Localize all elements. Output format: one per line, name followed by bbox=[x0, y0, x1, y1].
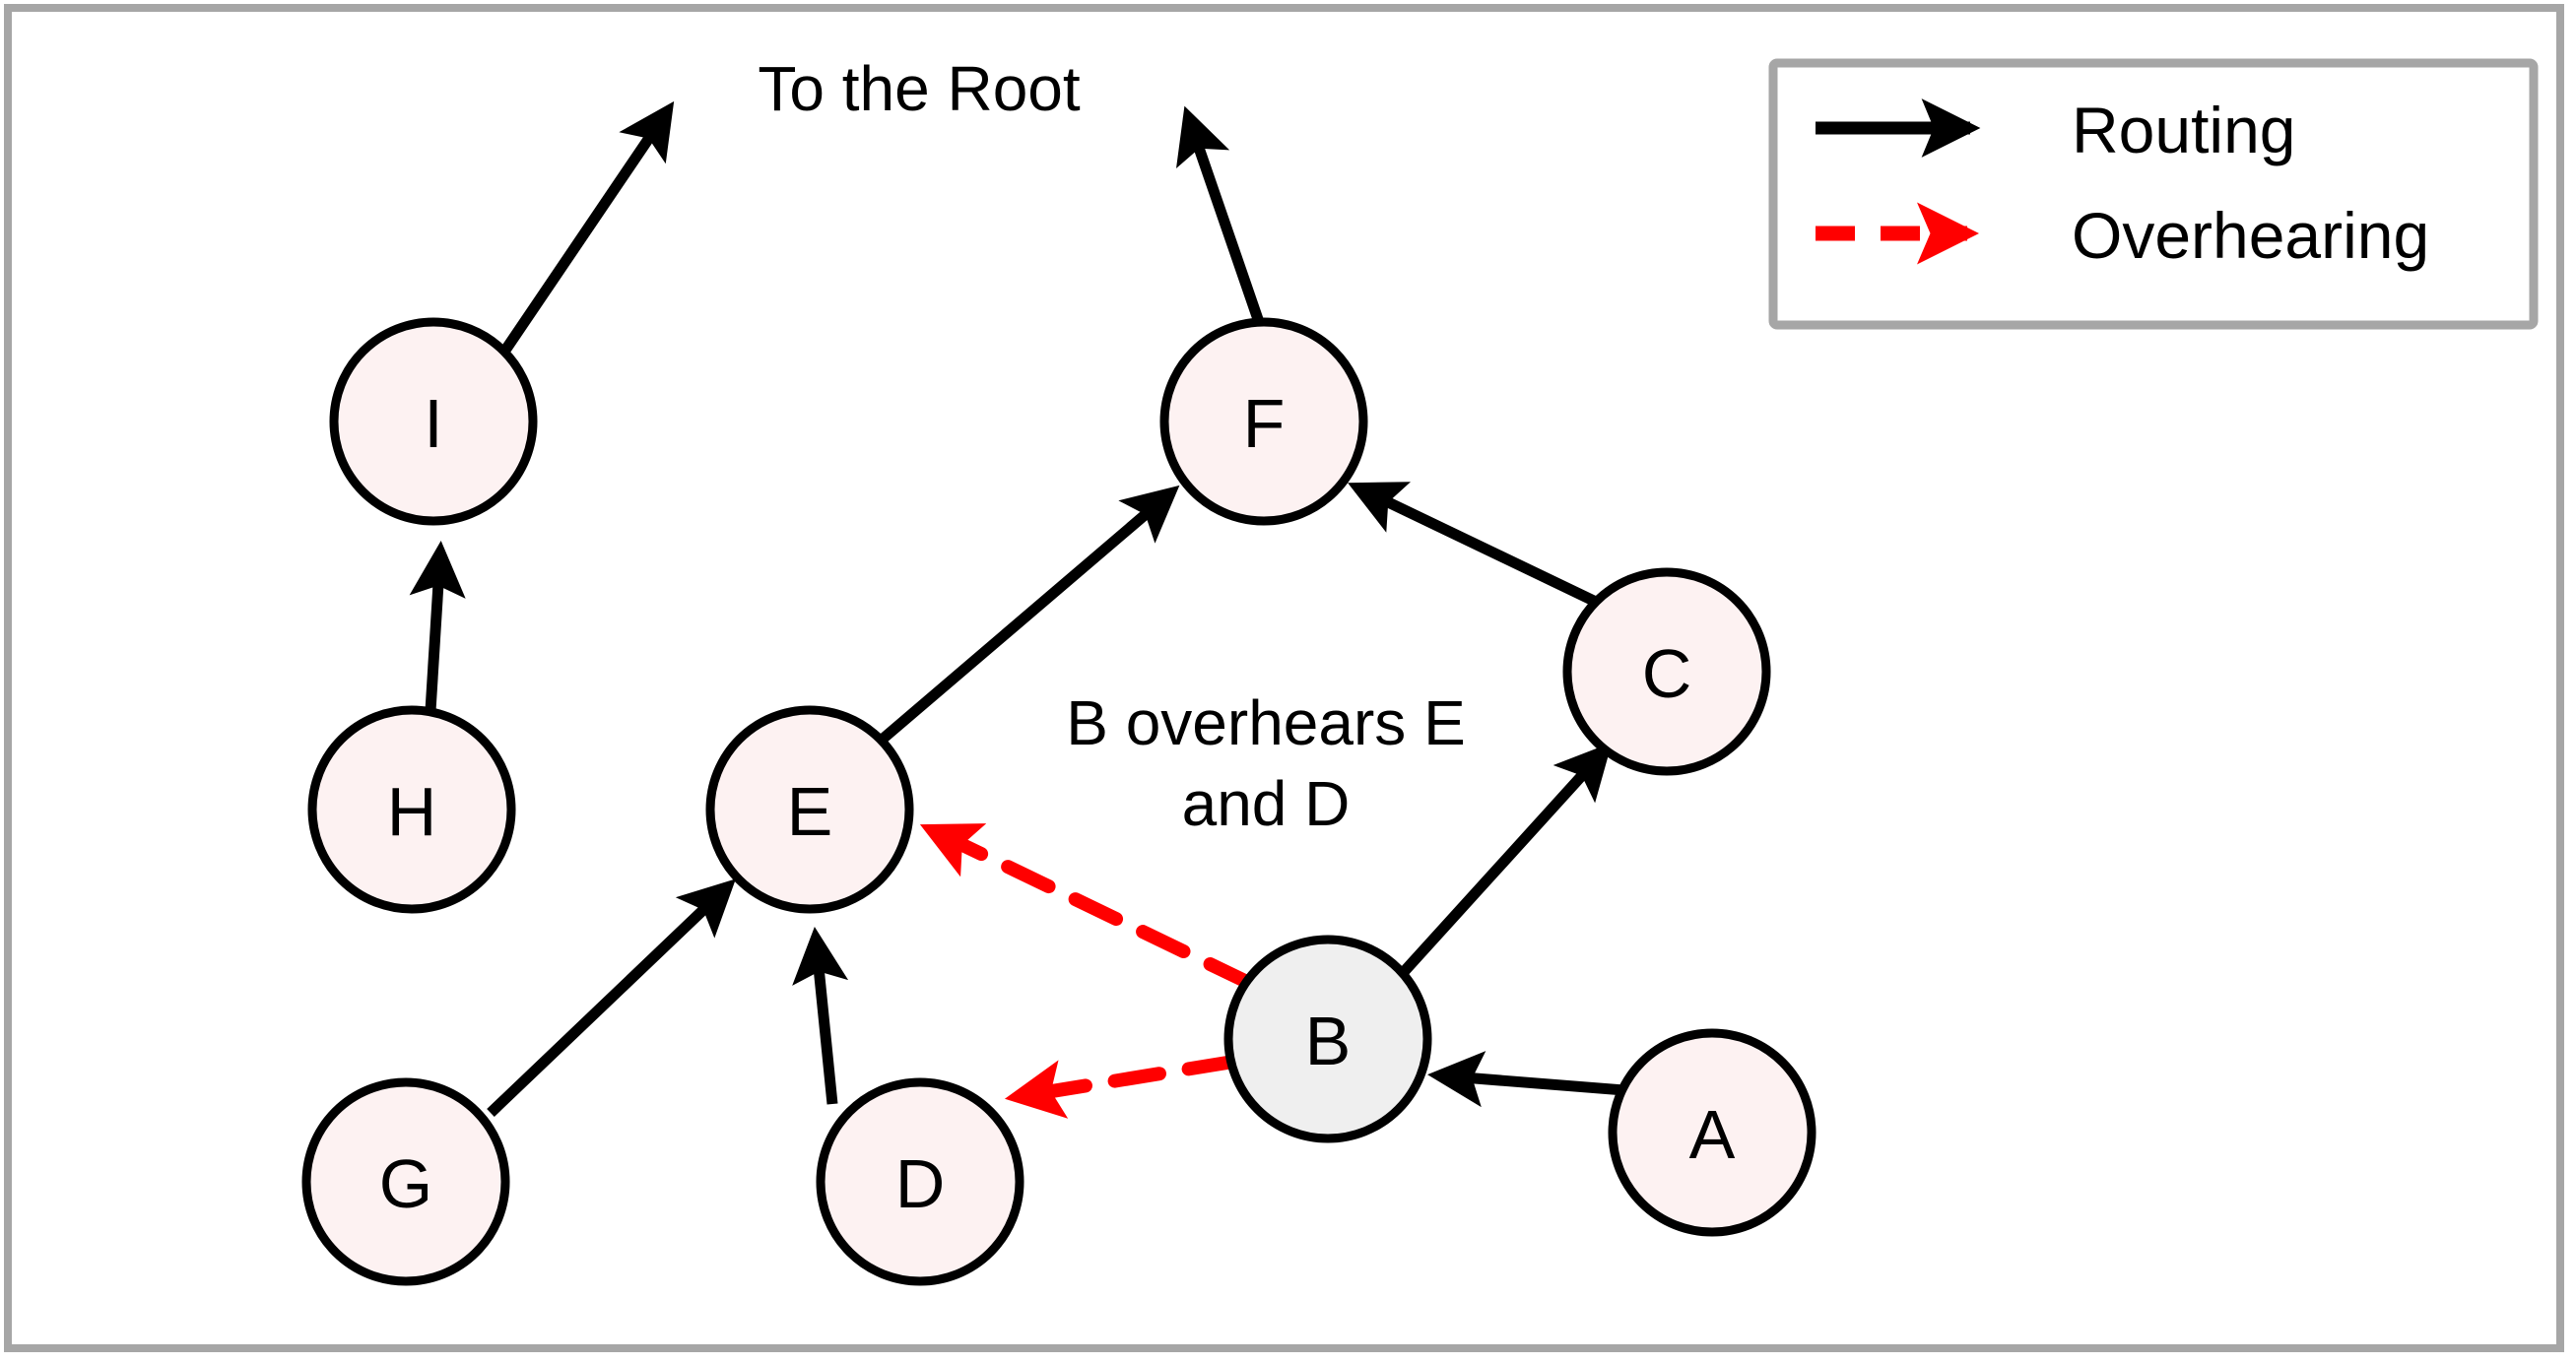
node-C-label: C bbox=[1642, 635, 1692, 712]
node-E-label: E bbox=[787, 773, 833, 850]
node-A-label: A bbox=[1689, 1096, 1736, 1173]
legend: Routing Overhearing bbox=[1768, 58, 2539, 330]
node-I-circle[interactable] bbox=[329, 317, 538, 526]
edge-G-to-E bbox=[487, 878, 736, 1117]
edge-H-to-I bbox=[409, 541, 466, 712]
node-I-label: I bbox=[424, 385, 442, 462]
legend-overhearing-label: Overhearing bbox=[2072, 199, 2429, 272]
annotation-overhears-line2: and D bbox=[1182, 768, 1351, 839]
edge-D-to-E bbox=[792, 927, 849, 1105]
routing-edge-group bbox=[409, 100, 1637, 1117]
edge-E-to-F bbox=[877, 485, 1180, 746]
edge-B-overhears-D bbox=[1004, 1055, 1240, 1119]
edge-F-to-root bbox=[1176, 105, 1265, 324]
edge-C-to-F bbox=[1348, 482, 1603, 609]
node-G[interactable]: G bbox=[301, 1077, 510, 1286]
annotation-overhears-line1: B overhears E bbox=[1066, 687, 1466, 758]
edge-B-to-C bbox=[1398, 742, 1613, 977]
legend-item-overhearing[interactable]: Overhearing bbox=[1816, 199, 2429, 272]
node-G-circle[interactable] bbox=[301, 1077, 510, 1286]
node-group: I F C H E B G bbox=[301, 317, 1816, 1286]
node-C[interactable]: C bbox=[1562, 567, 1771, 776]
node-D-label: D bbox=[895, 1145, 946, 1222]
node-C-circle[interactable] bbox=[1562, 567, 1771, 776]
node-B[interactable]: B bbox=[1223, 935, 1432, 1143]
node-H[interactable]: H bbox=[307, 705, 516, 914]
edge-A-to-B bbox=[1427, 1051, 1637, 1108]
edge-B-overhears-E bbox=[919, 822, 1258, 991]
node-E-circle[interactable] bbox=[705, 705, 914, 914]
annotation-group: To the Root B overhears E and D bbox=[758, 53, 1465, 839]
node-A-circle[interactable] bbox=[1608, 1028, 1816, 1237]
node-E[interactable]: E bbox=[705, 705, 914, 914]
edge-I-to-root bbox=[499, 100, 675, 356]
node-F[interactable]: F bbox=[1159, 317, 1368, 526]
node-H-label: H bbox=[387, 773, 437, 850]
legend-item-routing[interactable]: Routing bbox=[1816, 94, 2296, 166]
node-A[interactable]: A bbox=[1608, 1028, 1816, 1237]
node-B-circle[interactable] bbox=[1223, 935, 1432, 1143]
annotation-to-the-root: To the Root bbox=[758, 53, 1081, 124]
node-F-circle[interactable] bbox=[1159, 317, 1368, 526]
node-D-circle[interactable] bbox=[816, 1077, 1024, 1286]
node-H-circle[interactable] bbox=[307, 705, 516, 914]
node-I[interactable]: I bbox=[329, 317, 538, 526]
node-B-label: B bbox=[1305, 1003, 1352, 1079]
overhearing-edge-group bbox=[919, 822, 1258, 1119]
node-G-label: G bbox=[379, 1145, 432, 1222]
legend-routing-label: Routing bbox=[2072, 94, 2296, 166]
node-F-label: F bbox=[1243, 385, 1286, 462]
node-D[interactable]: D bbox=[816, 1077, 1024, 1286]
